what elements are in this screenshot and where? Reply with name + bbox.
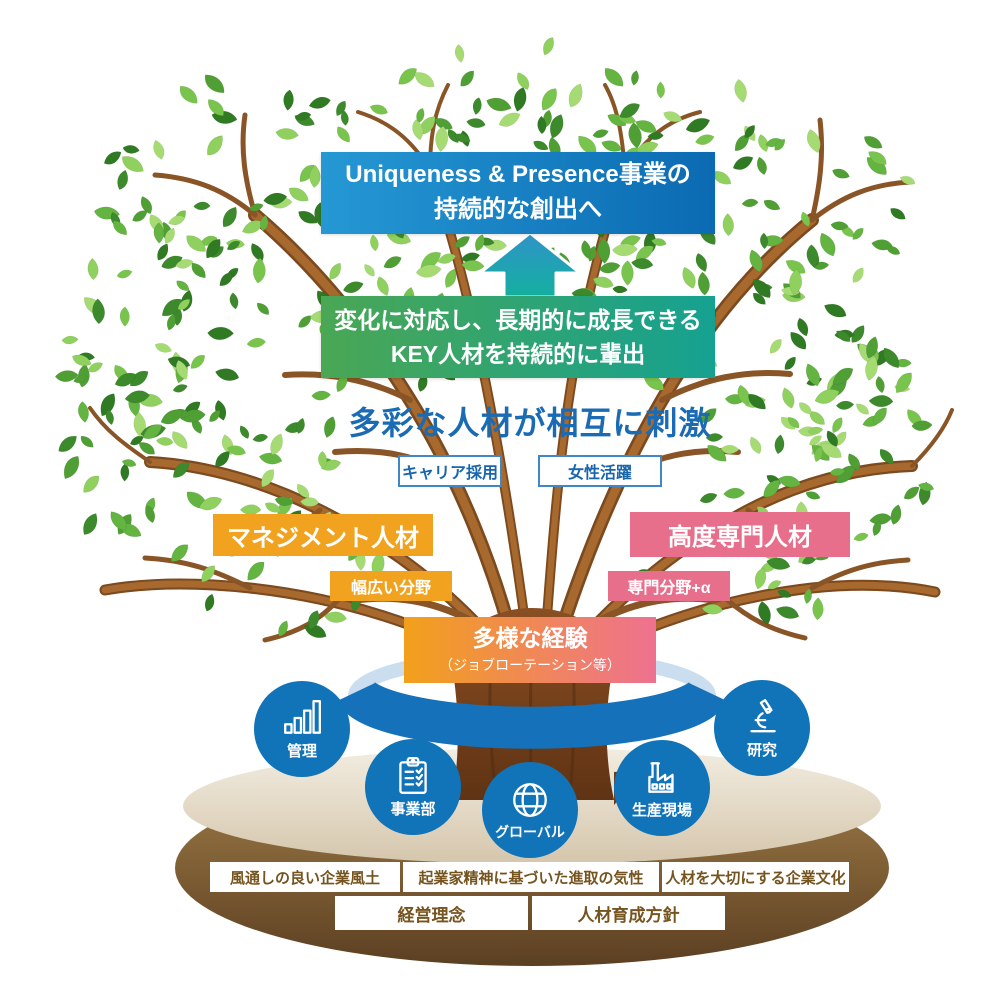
globe-icon bbox=[513, 782, 547, 817]
division-label: 管理 bbox=[286, 743, 317, 760]
experience-box: 多様な経験 （ジョブローテーション等） bbox=[404, 617, 656, 683]
chip-career-hiring: キャリア採用 bbox=[398, 455, 502, 487]
division-circle-production: 生産現場 bbox=[614, 740, 710, 836]
output-line1: 変化に対応し、長期的に成長できる bbox=[334, 306, 702, 333]
division-label: 事業部 bbox=[390, 801, 436, 818]
goal-line1: Uniqueness & Presence事業の bbox=[345, 161, 691, 189]
rotation-ring-front bbox=[337, 680, 727, 749]
microscope-icon bbox=[750, 699, 776, 733]
clipboard-icon bbox=[399, 756, 427, 794]
bar-chart-icon bbox=[284, 700, 322, 734]
division-label: 生産現場 bbox=[631, 802, 692, 819]
division-label: グローバル bbox=[495, 823, 565, 840]
expert-talent-box: 高度専門人材 bbox=[630, 512, 850, 557]
division-circle-global: グローバル bbox=[482, 762, 578, 858]
foundation-culture-1: 風通しの良い企業風土 bbox=[210, 862, 400, 892]
output-box: 変化に対応し、長期的に成長できる KEY人材を持続的に輩出 bbox=[321, 296, 715, 378]
expert-talent-sub-box: 専門分野+α bbox=[608, 571, 730, 601]
output-line2: KEY人材を持続的に輩出 bbox=[390, 341, 646, 367]
goal-box: Uniqueness & Presence事業の 持続的な創出へ bbox=[321, 152, 715, 234]
chip-women-empowerment: 女性活躍 bbox=[538, 455, 662, 487]
synergy-text: 多彩な人材が相互に刺激 bbox=[348, 405, 712, 441]
goal-line2: 持続的な創出へ bbox=[434, 196, 602, 223]
experience-title: 多様な経験 bbox=[472, 624, 588, 651]
factory-icon bbox=[648, 762, 674, 793]
foundation-philosophy: 経営理念 bbox=[335, 896, 528, 930]
management-talent-sub-box: 幅広い分野 bbox=[330, 571, 452, 601]
division-circle-research: 研究 bbox=[714, 680, 810, 776]
foundation-hr-policy: 人材育成方針 bbox=[532, 896, 725, 930]
division-label: 研究 bbox=[746, 742, 777, 759]
foundation-culture-3: 人材を大切にする企業文化 bbox=[662, 862, 849, 892]
experience-subtitle: （ジョブローテーション等） bbox=[439, 657, 621, 674]
division-circle-business: 事業部 bbox=[365, 739, 461, 835]
management-talent-box: マネジメント人材 bbox=[213, 514, 433, 556]
foundation-culture-2: 起業家精神に基づいた進取の気性 bbox=[403, 862, 659, 892]
division-circle-admin: 管理 bbox=[254, 681, 350, 777]
